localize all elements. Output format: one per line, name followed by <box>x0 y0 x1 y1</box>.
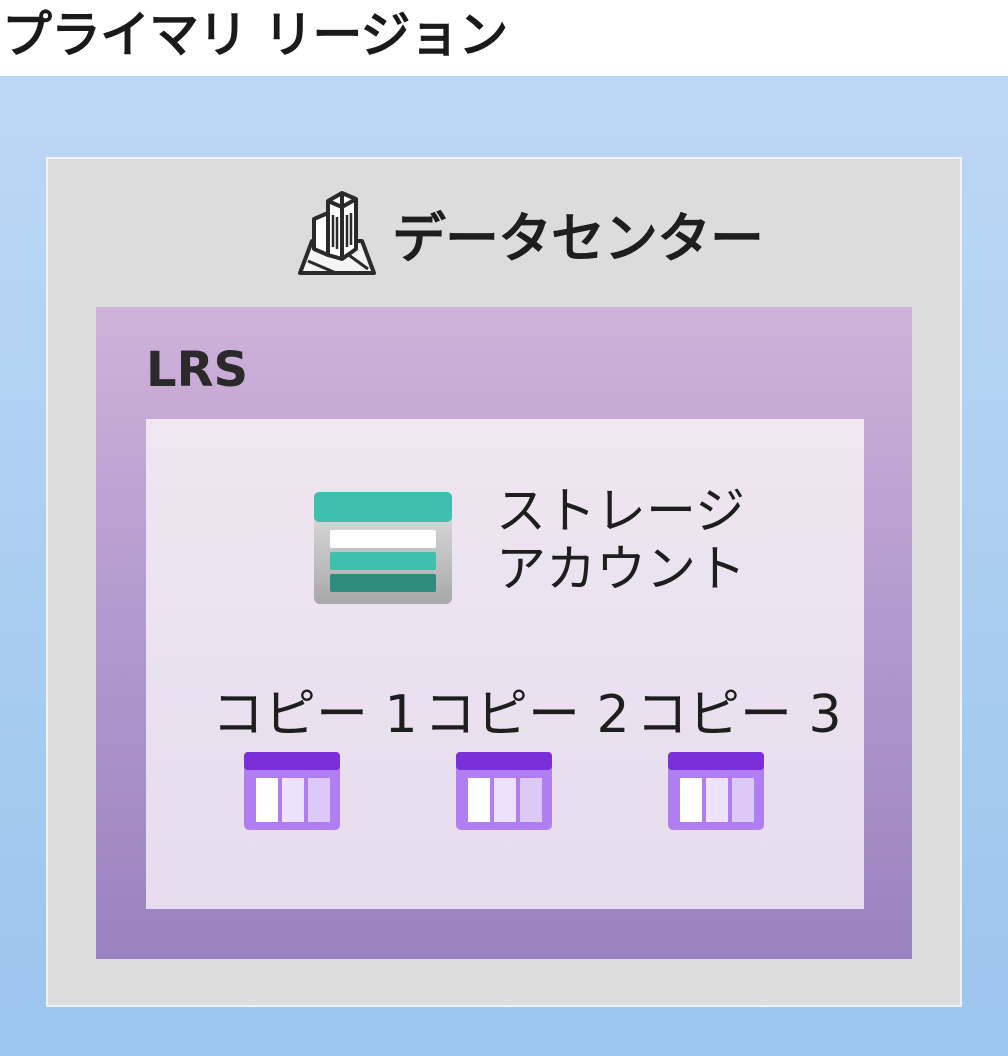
region-title: プライマリ リージョン <box>2 6 508 64</box>
datacenter-header: データセンター <box>296 188 764 278</box>
storage-account-icon <box>314 492 452 604</box>
datacenter-building-icon <box>298 191 376 275</box>
datacenter-label: データセンター <box>392 206 764 270</box>
storage-account-label-line2: アカウント <box>496 540 746 598</box>
copy-1-label: コピー 1 <box>212 685 418 745</box>
storage-account-label-line1: ストレージ <box>496 482 745 540</box>
lrs-label: LRS <box>146 342 249 398</box>
table-copy-icon <box>456 752 552 830</box>
storage-account-label: ストレージ アカウント <box>496 482 746 598</box>
table-copy-icon <box>668 752 764 830</box>
table-copy-icon <box>244 752 340 830</box>
copy-2-label: コピー 2 <box>424 685 630 745</box>
copy-3-label: コピー 3 <box>636 685 842 745</box>
